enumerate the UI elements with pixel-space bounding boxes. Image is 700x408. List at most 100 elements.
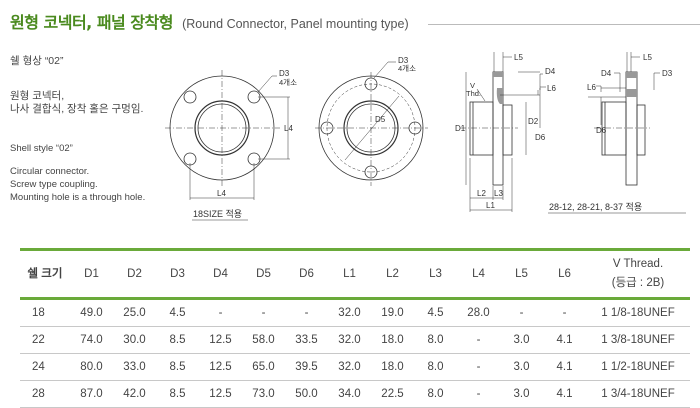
table-cell: 8.0: [414, 380, 457, 408]
table-cell: -: [457, 353, 500, 381]
table-cell: 4.1: [543, 353, 586, 381]
column-header: L3: [414, 248, 457, 300]
table-cell: 8.0: [414, 326, 457, 354]
connector-drawings: D3 4개소 L4 L4 18SIZE 적용 D3 4개소 D5 D1: [165, 52, 686, 221]
table-cell: 4.5: [156, 298, 199, 327]
table-cell: 8.5: [156, 380, 199, 408]
column-header: D3: [156, 248, 199, 300]
d6-label: D6: [535, 133, 546, 142]
table-cell: 22.5: [371, 380, 414, 408]
table-cell: -: [457, 326, 500, 354]
title-korean: 원형 코넥터, 패널 장착형: [10, 13, 174, 32]
table-cell: 32.0: [328, 353, 371, 381]
thread-subheader: (등급 : 2B): [611, 277, 665, 289]
table-cell: 25.0: [113, 298, 156, 327]
desc-ko-line: 나사 결합식, 장착 홀은 구멍임.: [10, 103, 144, 115]
table-cell: 3.0: [500, 353, 543, 381]
column-header: L5: [500, 248, 543, 300]
table-cell: 18: [20, 298, 70, 327]
column-header: L1: [328, 248, 371, 300]
table-cell: 50.0: [285, 380, 328, 408]
table-cell: 28.0: [457, 298, 500, 327]
table-cell: 12.5: [199, 353, 242, 381]
front-view: D3 4개소 D5: [315, 56, 428, 186]
table-cell: -: [457, 380, 500, 408]
table-cell: 34.0: [328, 380, 371, 408]
spec-table: 쉘 크기 D1 D2 D3 D4 D5 D6 L1 L2 L3 L4 L5 L6…: [20, 248, 690, 408]
table-cell: 4.1: [543, 380, 586, 408]
diagram-caption: 28-12, 28-21, 8-37 적용: [549, 201, 642, 212]
thd-label: Thd.: [466, 89, 481, 98]
table-cell: 22: [20, 326, 70, 354]
table-cell: 1 1/8-18UNEF: [586, 298, 690, 327]
v-thread-label: V: [470, 81, 475, 90]
column-header: L4: [457, 248, 500, 300]
table-cell: -: [199, 298, 242, 327]
table-cell: 32.0: [328, 326, 371, 354]
table-cell: -: [543, 298, 586, 327]
column-header: D4: [199, 248, 242, 300]
column-header: D1: [70, 248, 113, 300]
table-cell: 30.0: [113, 326, 156, 354]
table-cell: 3.0: [500, 380, 543, 408]
table-cell: 73.0: [242, 380, 285, 408]
title-english: (Round Connector, Panel mounting type): [182, 17, 409, 31]
table-cell: 3.0: [500, 326, 543, 354]
side-view-alternate: L5 D4 D3 L6 D6 28-12, 28-21, 8-37 적용: [548, 52, 686, 214]
table-cell: 24: [20, 353, 70, 381]
d4-label: D4: [601, 69, 612, 78]
table-cell: 8.5: [156, 326, 199, 354]
shell-style-en: Shell style “02”: [10, 143, 73, 154]
table-cell: 1 3/4-18UNEF: [586, 380, 690, 408]
table-cell: -: [500, 298, 543, 327]
l5-label: L5: [514, 53, 523, 62]
table-cell: 49.0: [70, 298, 113, 327]
l4-label: L4: [217, 189, 226, 198]
column-header: L2: [371, 248, 414, 300]
shell-style-ko: 쉘 형상 “02”: [10, 55, 64, 67]
desc-en-line: Circular connector.: [10, 166, 90, 177]
d5-label: D5: [375, 115, 386, 124]
table-cell: 8.0: [414, 353, 457, 381]
column-header: L6: [543, 248, 586, 300]
column-header: D5: [242, 248, 285, 300]
title-divider: [428, 24, 700, 25]
l6-label: L6: [587, 83, 596, 92]
table-cell: 19.0: [371, 298, 414, 327]
l6-label: L6: [547, 84, 556, 93]
table-cell: 28: [20, 380, 70, 408]
table-cell: -: [285, 298, 328, 327]
d3-count-label: 4개소: [279, 77, 297, 87]
column-header: 쉘 크기: [20, 248, 70, 300]
l3-label: L3: [494, 189, 503, 198]
column-header-thread: V Thread. (등급 : 2B): [586, 248, 690, 300]
table-cell: 33.5: [285, 326, 328, 354]
l5-label: L5: [643, 53, 652, 62]
table-cell: 1 3/8-18UNEF: [586, 326, 690, 354]
d4-label: D4: [545, 67, 556, 76]
column-header: D2: [113, 248, 156, 300]
desc-ko-line: 원형 코넥터,: [10, 90, 65, 102]
table-cell: 42.0: [113, 380, 156, 408]
desc-en-line: Mounting hole is a through hole.: [10, 192, 146, 203]
l4-label: L4: [284, 124, 293, 133]
table-cell: 39.5: [285, 353, 328, 381]
table-cell: 65.0: [242, 353, 285, 381]
table-cell: 4.5: [414, 298, 457, 327]
table-header-row: 쉘 크기 D1 D2 D3 D4 D5 D6 L1 L2 L3 L4 L5 L6…: [20, 248, 690, 300]
table-cell: 80.0: [70, 353, 113, 381]
table-cell: 18.0: [371, 326, 414, 354]
column-header: D6: [285, 248, 328, 300]
d2-label: D2: [528, 117, 539, 126]
desc-en-line: Screw type coupling.: [10, 179, 98, 190]
table-cell: 74.0: [70, 326, 113, 354]
page-title: 원형 코넥터, 패널 장착형 (Round Connector, Panel m…: [10, 9, 409, 33]
front-view-18size: D3 4개소 L4 L4 18SIZE 적용: [165, 69, 297, 221]
table-cell: 4.1: [543, 326, 586, 354]
diagram-caption: 18SIZE 적용: [193, 208, 242, 219]
table-cell: 87.0: [70, 380, 113, 408]
